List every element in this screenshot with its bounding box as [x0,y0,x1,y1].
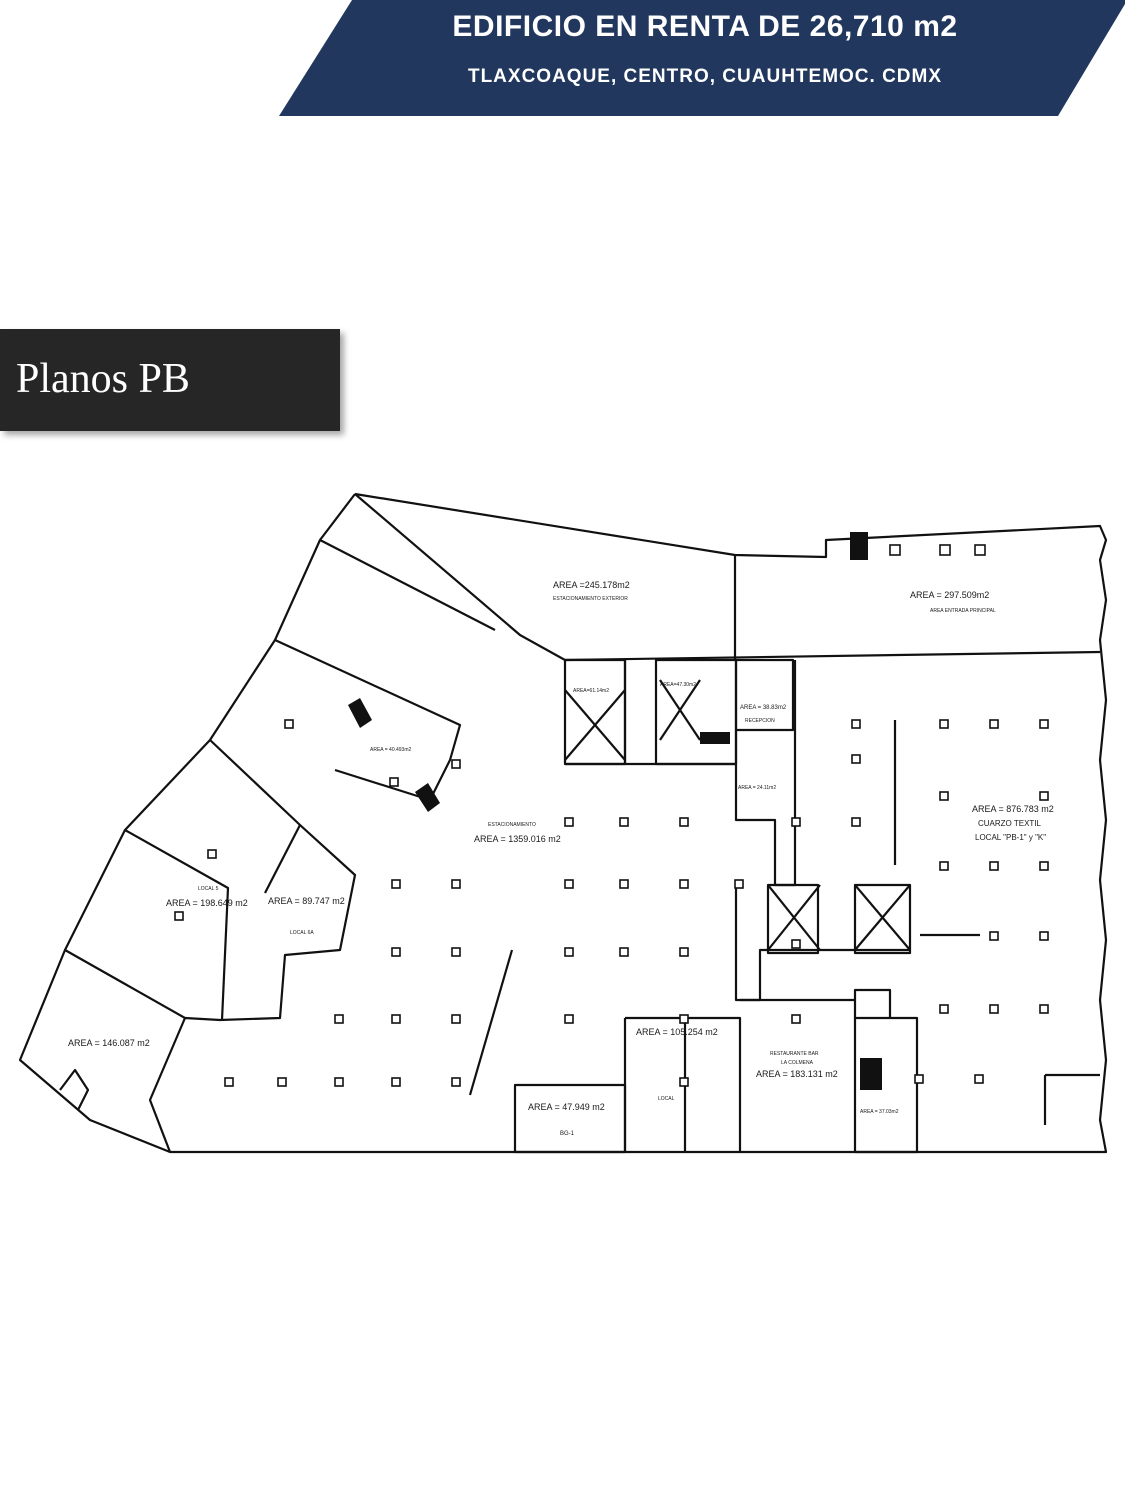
floor-plan: AREA =245.178m2 ESTACIONAMIENTO EXTERIOR… [18,492,1108,1154]
name-label-entrada: AREA ENTRADA PRINCIPAL [930,608,996,614]
header-banner: EDIFICIO EN RENTA DE 26,710 m2 TLAXCOAQU… [0,0,1125,118]
area-label-parking: AREA = 1359.016 m2 [474,834,561,844]
area-label-bg: AREA = 47.949 m2 [528,1102,605,1112]
header-background [279,0,1125,116]
area-label-exterior: AREA =245.178m2 [553,580,630,590]
area-label-local6: AREA = 89.747 m2 [268,896,345,906]
name-label-local-105: LOCAL [658,1096,675,1102]
area-label-upper-small-2: AREA=47.30m2 [660,682,696,688]
name-label-local5: LOCAL 5 [198,886,219,892]
name-label-parking: ESTACIONAMIENTO [488,822,536,828]
area-label-recepcion: AREA = 38.83m2 [740,705,787,711]
name-label-bg: BG-1 [560,1131,575,1137]
area-label-upper-small: AREA=61.14m2 [573,688,609,694]
area-label-core: AREA = 40.493m2 [370,747,411,753]
plan-outline [18,492,1108,1154]
area-label-entrada: AREA = 297.509m2 [910,590,989,600]
name-label-restaurant: RESTAURANTE BAR [770,1051,819,1057]
area-label-restaurant: AREA = 183.131 m2 [756,1069,838,1079]
area-label-local5: AREA = 198.649 m2 [166,898,248,908]
name-label-recepcion: RECEPCION [745,718,775,724]
section-tab: Planos PB [0,329,340,431]
area-label-cuarzo: AREA = 876.783 m2 [972,804,1054,814]
area-label-small-right: AREA = 37.03m2 [860,1109,899,1115]
page-title: EDIFICIO EN RENTA DE 26,710 m2 [452,10,958,43]
area-label-local-sw: AREA = 146.087 m2 [68,1038,150,1048]
area-label-local-105: AREA = 105.254 m2 [636,1027,718,1037]
page-subtitle: TLAXCOAQUE, CENTRO, CUAUHTEMOC. CDMX [467,66,943,87]
name-label-cuarzo: CUARZO TEXTIL [978,819,1042,828]
name-label-exterior: ESTACIONAMIENTO EXTERIOR [553,596,628,602]
area-label-corridor: AREA = 24.11m2 [738,785,776,791]
local-label-cuarzo: LOCAL "PB-1" y "K" [975,833,1046,842]
sub-label-restaurant: LA COLMENA [781,1060,814,1066]
name-label-local6: LOCAL 6A [290,930,314,936]
section-label: Planos PB [16,356,190,402]
